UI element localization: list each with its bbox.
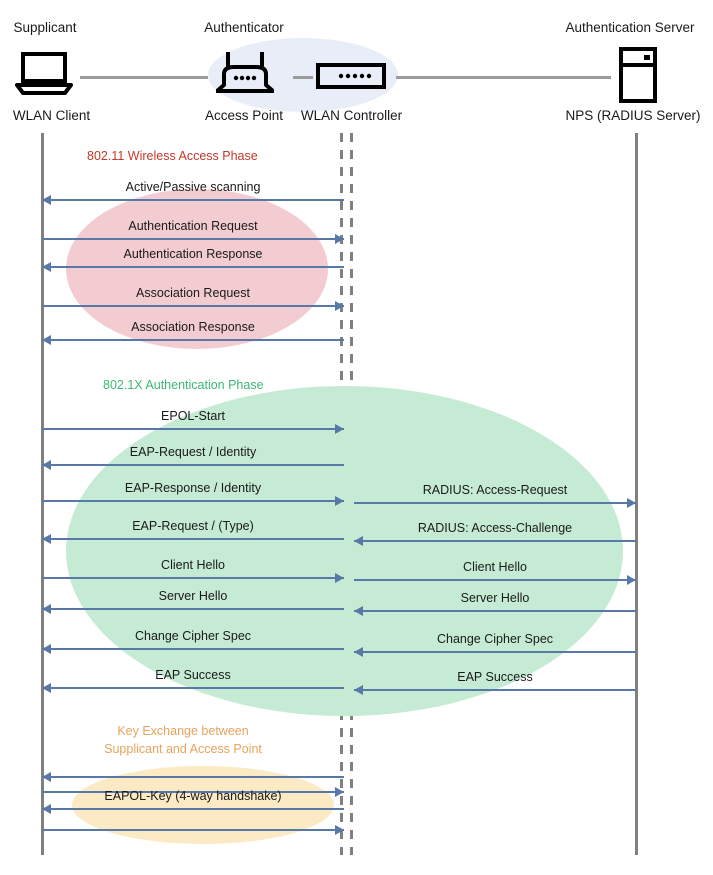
message-line [42, 538, 344, 540]
link-controller-to-server [396, 76, 611, 79]
message-line [42, 808, 344, 810]
message-label: EAP-Response / Identity [124, 481, 262, 495]
message-label: Server Hello [158, 589, 228, 603]
message-label: EAPOL-Key (4-way handshake) [104, 789, 282, 803]
phase-label-authentication: 802.1X Authentication Phase [103, 378, 264, 392]
message-line [354, 540, 636, 542]
server-rack-icon [618, 47, 658, 108]
actor-name-nps-radius-server: NPS (RADIUS Server) [565, 108, 701, 123]
laptop-icon [14, 52, 74, 101]
message-line [42, 829, 344, 831]
arrowhead-right [627, 498, 636, 508]
message-line [354, 579, 636, 581]
message-line [42, 199, 344, 201]
network-switch-icon [316, 63, 386, 94]
message-line [42, 791, 344, 793]
actor-role-authenticator: Authenticator [204, 20, 284, 35]
wireless-access-point-icon [215, 50, 275, 100]
message-label: EAP-Request / (Type) [132, 519, 254, 533]
message-label: Client Hello [161, 558, 225, 572]
arrowhead-left [354, 685, 363, 695]
arrowhead-right [335, 825, 344, 835]
message-line [354, 502, 636, 504]
message-line [42, 464, 344, 466]
message-line [42, 776, 344, 778]
phase-label-wireless-access: 802.11 Wireless Access Phase [87, 149, 258, 163]
actor-name-wlan-controller: WLAN Controller [300, 108, 403, 123]
message-line [42, 339, 344, 341]
message-label: Change Cipher Spec [134, 629, 252, 643]
arrowhead-right [335, 787, 344, 797]
link-ap-to-controller [293, 76, 313, 79]
message-label: EPOL-Start [161, 409, 225, 423]
phase-ellipse-key-exchange [72, 766, 334, 844]
arrowhead-left [42, 460, 51, 470]
message-line [354, 689, 636, 691]
phase-ellipse-authentication [66, 386, 623, 716]
message-line [42, 428, 344, 430]
message-line [42, 608, 344, 610]
message-label: Change Cipher Spec [436, 632, 554, 646]
message-label: EAP Success [155, 668, 231, 682]
message-label: Client Hello [463, 560, 527, 574]
authenticator-highlight-blob [208, 38, 398, 112]
arrowhead-left [42, 262, 51, 272]
message-line [42, 305, 344, 307]
phase-label-key-exchange-line1: Key Exchange between [117, 724, 249, 738]
message-label: Authentication Response [123, 247, 263, 261]
arrowhead-left [42, 534, 51, 544]
arrowhead-right [627, 575, 636, 585]
actor-name-access-point: Access Point [204, 108, 284, 123]
message-label: Server Hello [460, 591, 530, 605]
message-line [354, 610, 636, 612]
arrowhead-left [42, 804, 51, 814]
actor-role-authentication-server: Authentication Server [565, 20, 695, 35]
phase-ellipse-wireless-access [66, 189, 328, 349]
message-label: EAP Success [457, 670, 533, 684]
message-label: RADIUS: Access-Request [422, 483, 568, 497]
arrowhead-left [42, 604, 51, 614]
lifeline-supplicant [41, 133, 44, 855]
arrowhead-left [354, 647, 363, 657]
lifeline-authentication-server [635, 133, 638, 855]
message-label: Association Response [131, 320, 255, 334]
message-line [42, 238, 344, 240]
phase-label-key-exchange-line2: Supplicant and Access Point [104, 742, 262, 756]
message-line [42, 687, 344, 689]
arrowhead-left [354, 606, 363, 616]
message-label: EAP-Request / Identity [129, 445, 257, 459]
arrowhead-right [335, 573, 344, 583]
arrowhead-left [42, 335, 51, 345]
message-label: Active/Passive scanning [125, 180, 261, 194]
message-line [42, 577, 344, 579]
message-line [42, 266, 344, 268]
arrowhead-left [42, 644, 51, 654]
arrowhead-right [335, 234, 344, 244]
message-label: Authentication Request [128, 219, 258, 233]
link-client-to-ap [80, 76, 208, 79]
arrowhead-right [335, 301, 344, 311]
message-line [42, 500, 344, 502]
message-label: Association Request [136, 286, 250, 300]
arrowhead-left [42, 772, 51, 782]
actor-name-wlan-client: WLAN Client [12, 108, 91, 123]
arrowhead-right [335, 496, 344, 506]
actor-role-supplicant: Supplicant [13, 20, 77, 35]
message-line [354, 651, 636, 653]
message-label: RADIUS: Access-Challenge [417, 521, 573, 535]
arrowhead-left [42, 683, 51, 693]
arrowhead-left [42, 195, 51, 205]
arrowhead-left [354, 536, 363, 546]
arrowhead-right [335, 424, 344, 434]
message-line [42, 648, 344, 650]
